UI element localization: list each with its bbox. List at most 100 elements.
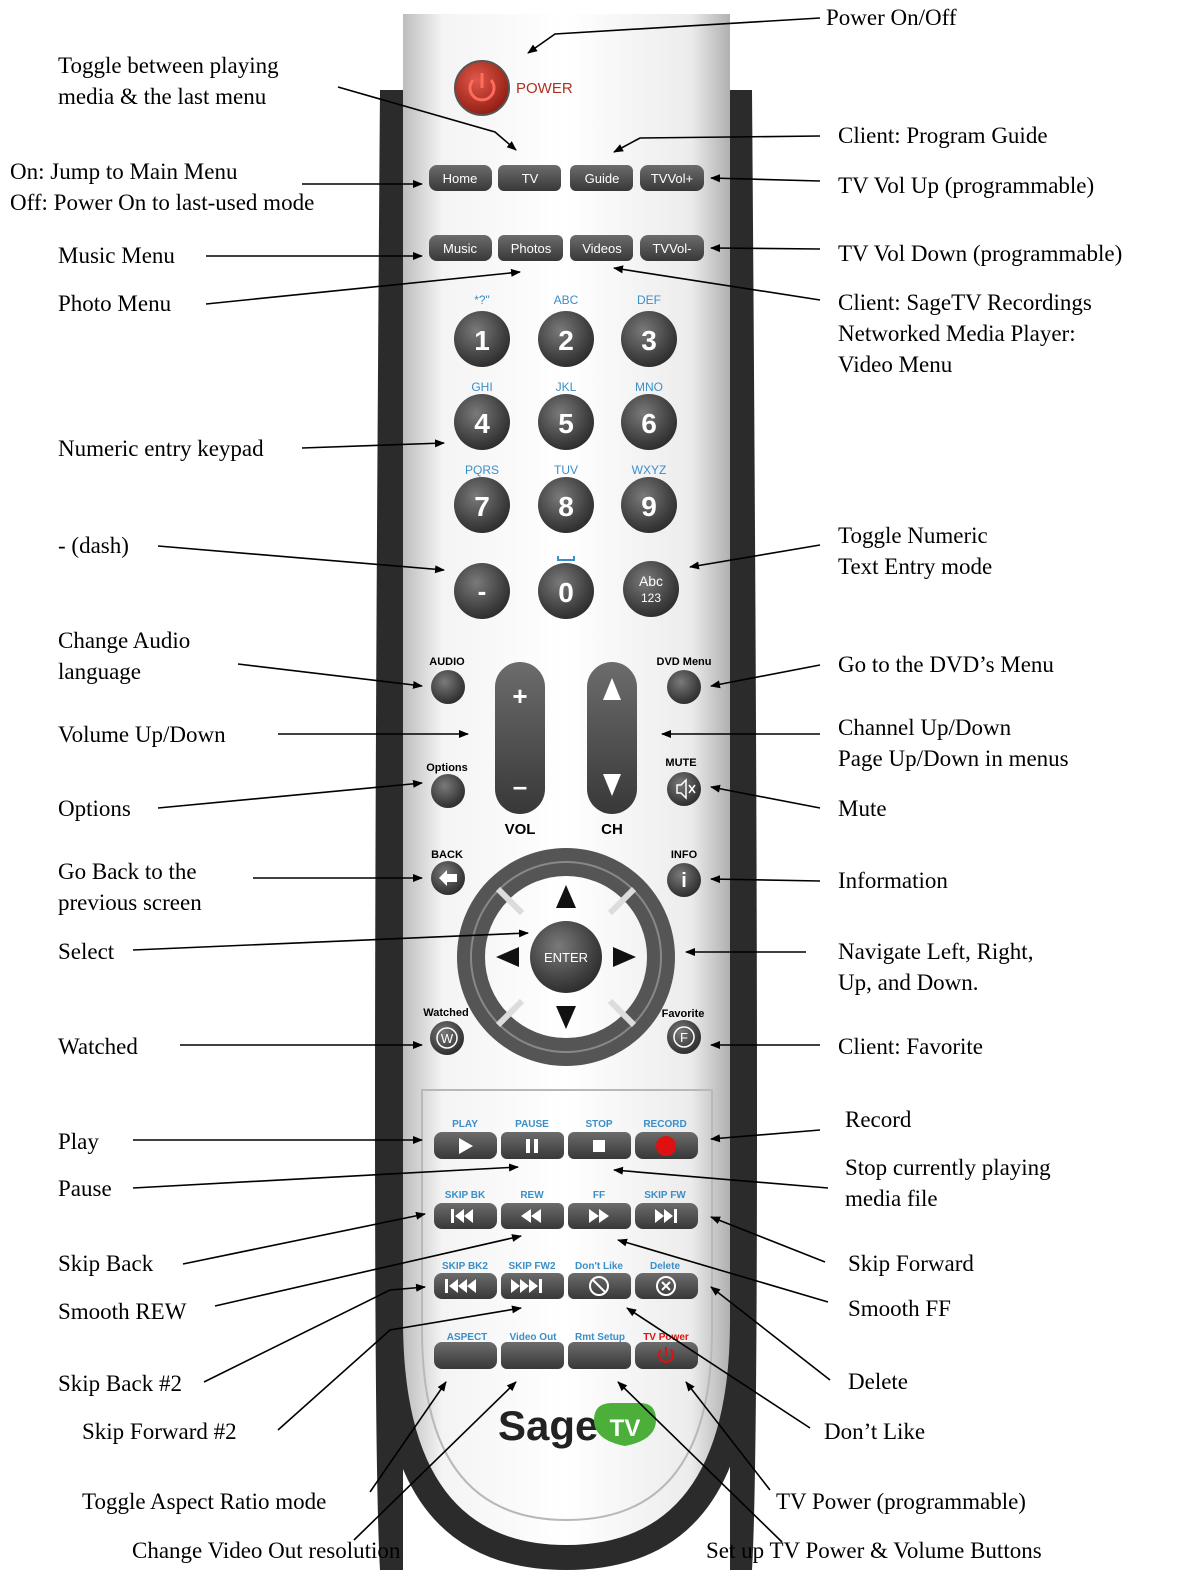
up-arrow-icon[interactable]: [556, 885, 576, 908]
tv-vol-up-button[interactable]: TVVol+: [640, 165, 704, 191]
tv-vol-down-label: TVVol-: [652, 241, 691, 256]
key-6-button[interactable]: 6: [621, 394, 677, 450]
key-7-digit: 7: [474, 491, 490, 522]
key-2-letters: ABC: [554, 293, 579, 307]
ff-label: FF: [593, 1190, 605, 1201]
enter-button[interactable]: ENTER: [530, 921, 602, 993]
annotation-audio: Change Audio language: [58, 628, 191, 684]
key-4-button[interactable]: 4: [454, 394, 510, 450]
key-4-letters: GHI: [471, 380, 492, 394]
abc-label: Abc: [639, 573, 663, 589]
record-icon: [656, 1136, 676, 1156]
bottom-labels: ASPECT Video Out Rmt Setup TV Power: [447, 1332, 689, 1343]
favorite-button[interactable]: F: [667, 1020, 701, 1054]
annotation-information: Information: [838, 868, 948, 893]
navigation-ring[interactable]: [457, 848, 675, 1066]
volume-plus-label: +: [512, 681, 527, 711]
key-8-button[interactable]: 8: [538, 477, 594, 533]
annotation-tv-vol-up: TV Vol Up (programmable): [838, 173, 1095, 198]
music-button[interactable]: Music: [429, 235, 492, 261]
annotation-skip-forward: Skip Forward: [848, 1251, 974, 1276]
aspect-button[interactable]: [434, 1342, 497, 1369]
annotation-program-guide: Client: Program Guide: [838, 123, 1048, 148]
down-arrow-icon[interactable]: [556, 1006, 576, 1029]
stop-button[interactable]: [568, 1132, 631, 1159]
skip-fw2-label: SKIP FW2: [508, 1261, 555, 1272]
key-5-button[interactable]: 5: [538, 394, 594, 450]
tv-button[interactable]: TV: [498, 165, 561, 191]
annotation-favorite: Client: Favorite: [838, 1034, 984, 1059]
key-7-button[interactable]: 7: [454, 477, 510, 533]
key-2-button[interactable]: 2: [538, 311, 594, 367]
play-button[interactable]: [434, 1132, 497, 1159]
key-9-button[interactable]: 9: [621, 477, 677, 533]
key-3-button[interactable]: 3: [621, 311, 677, 367]
videos-button[interactable]: Videos: [570, 235, 633, 261]
audio-button[interactable]: [431, 670, 465, 704]
leader-lines: [132, 17, 831, 1543]
video-out-button[interactable]: [501, 1342, 564, 1369]
key-3-letters: DEF: [637, 293, 661, 307]
delete-button[interactable]: [635, 1273, 698, 1299]
annotation-home: On: Jump to Main Menu Off: Power On to l…: [10, 159, 315, 215]
volume-rocker[interactable]: + –: [495, 662, 545, 814]
info-button[interactable]: i: [667, 863, 701, 897]
text-entry-toggle-button[interactable]: Abc 123: [623, 561, 679, 617]
key-4-digit: 4: [474, 408, 490, 439]
back-label: BACK: [431, 849, 463, 861]
space-icon: [557, 556, 575, 561]
back-button[interactable]: [431, 861, 465, 895]
home-button[interactable]: Home: [429, 165, 492, 191]
skip-back-button[interactable]: [434, 1203, 497, 1229]
key-1-button[interactable]: 1: [454, 311, 510, 367]
rew-button[interactable]: [501, 1203, 564, 1229]
rmt-setup-button[interactable]: [568, 1342, 631, 1369]
key-8-digit: 8: [558, 491, 574, 522]
info-label: INFO: [671, 849, 698, 861]
tv-power-label: TV Power: [643, 1332, 689, 1343]
channel-up-icon: [603, 678, 621, 700]
annotation-video-out: Change Video Out resolution: [132, 1538, 401, 1563]
delete-icon: [656, 1276, 676, 1296]
key-0-button[interactable]: 0: [538, 563, 594, 619]
watched-button[interactable]: W: [430, 1021, 464, 1055]
favorite-label: Favorite: [662, 1008, 705, 1020]
left-arrow-icon[interactable]: [496, 947, 519, 967]
annotation-aspect: Toggle Aspect Ratio mode: [82, 1489, 327, 1514]
annotation-rmt-setup: Set up TV Power & Volume Buttons: [706, 1538, 1042, 1563]
annotation-channel: Channel Up/Down Page Up/Down in menus: [838, 715, 1069, 771]
channel-rocker[interactable]: [587, 662, 637, 814]
options-button[interactable]: [431, 774, 465, 808]
record-button[interactable]: [635, 1132, 698, 1159]
key-9-letters: WXYZ: [632, 463, 667, 477]
skip-bk2-label: SKIP BK2: [442, 1261, 488, 1272]
right-arrow-icon[interactable]: [613, 947, 636, 967]
transport-labels: PLAY PAUSE STOP RECORD: [452, 1119, 687, 1130]
annotation-skip-back-2: Skip Back #2: [58, 1371, 182, 1396]
annotation-play: Play: [58, 1129, 99, 1154]
watched-glyph: W: [441, 1031, 454, 1046]
power-button[interactable]: [454, 60, 510, 116]
skip-forward-2-button[interactable]: [501, 1273, 564, 1299]
music-button-label: Music: [443, 241, 477, 256]
ff-button[interactable]: [568, 1203, 631, 1229]
tv-power-button[interactable]: [635, 1342, 698, 1369]
key-8-letters: TUV: [554, 463, 578, 477]
annotation-music-menu: Music Menu: [58, 243, 175, 268]
skip-back-2-button[interactable]: [434, 1273, 497, 1299]
rmt-setup-label: Rmt Setup: [575, 1332, 625, 1343]
vol-label: VOL: [505, 821, 536, 838]
photos-button[interactable]: Photos: [498, 235, 563, 261]
tv-vol-down-button[interactable]: TVVol-: [640, 235, 704, 261]
back-arrow-icon: [439, 870, 457, 886]
dont-like-button[interactable]: [568, 1273, 631, 1299]
dash-button[interactable]: -: [454, 563, 510, 619]
dont-like-label: Don't Like: [575, 1261, 623, 1272]
dvd-menu-button[interactable]: [667, 670, 701, 704]
mute-button[interactable]: [667, 772, 701, 806]
annotation-recordings: Client: SageTV Recordings Networked Medi…: [838, 290, 1092, 377]
skip-forward-button[interactable]: [635, 1203, 698, 1229]
guide-button[interactable]: Guide: [570, 165, 633, 191]
pause-button[interactable]: [501, 1132, 564, 1159]
